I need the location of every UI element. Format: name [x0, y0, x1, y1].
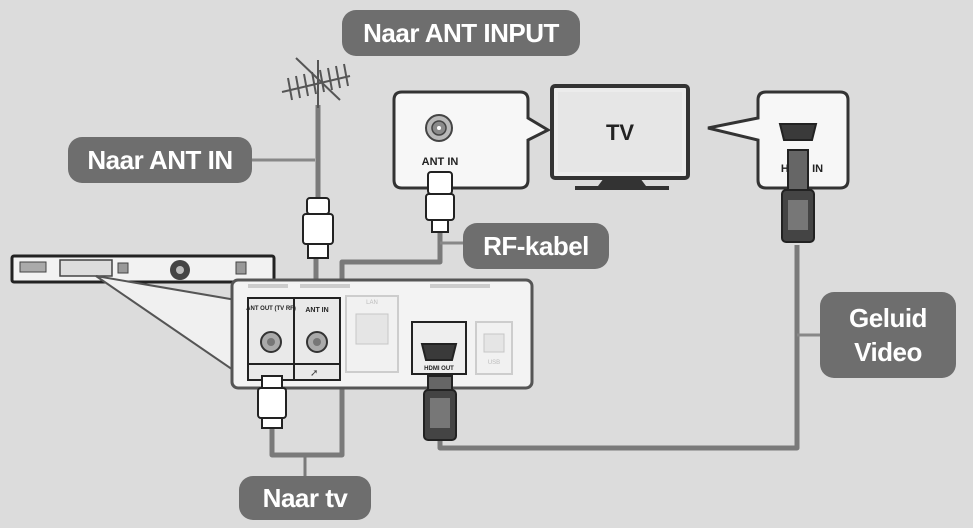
hdmi-out-socket-icon — [420, 343, 458, 361]
recorder-back-panel: ANT OUT (TV RF) ANT IN ➚ LAN HDMI OUT US… — [230, 278, 534, 390]
antenna-coax-plug-icon — [302, 197, 334, 259]
recorder-coax-plug-icon — [257, 375, 287, 429]
tv-label: TV — [606, 120, 634, 145]
tv-ant-port-label: ANT IN — [422, 156, 459, 168]
recorder-device-icon — [10, 254, 276, 284]
ant-in-socket-icon — [306, 331, 328, 353]
recorder-usb-label: USB — [488, 360, 500, 366]
recorder-ant-out-label: ANT OUT (TV RF) — [246, 306, 296, 312]
tv-ant-in-callout: ANT IN — [392, 90, 552, 190]
hdmi-socket-icon — [778, 123, 818, 141]
label-naar-tv-text: Naar tv — [262, 482, 348, 513]
label-video-text: Video — [854, 337, 922, 367]
antenna-icon — [281, 57, 351, 108]
usb-port-icon: USB — [475, 321, 513, 375]
label-naar-ant-in-text: Naar ANT IN — [87, 144, 233, 175]
label-geluid-text: Geluid — [849, 303, 927, 333]
coax-socket-icon — [425, 114, 453, 142]
hdmi-cable — [437, 245, 800, 451]
zoom-wedge — [95, 275, 237, 374]
label-naar-ant-input: Naar ANT INPUT — [342, 10, 580, 56]
ant-out-socket-icon — [260, 331, 282, 353]
recorder-hdmi-plug-icon — [423, 375, 457, 441]
recorder-hdmi-out: HDMI OUT — [411, 321, 467, 375]
tv-icon: TV — [550, 84, 690, 190]
label-naar-ant-input-text: Naar ANT INPUT — [363, 17, 559, 48]
tv-hdmi-plug-icon — [781, 149, 815, 243]
tv-hdmi-in-callout: HDMI IN — [707, 90, 850, 190]
label-rf-kabel: RF-kabel — [463, 223, 609, 269]
label-rf-kabel-text: RF-kabel — [483, 230, 589, 261]
recorder-ant-in-label: ANT IN — [305, 307, 328, 314]
leader-lines — [250, 158, 822, 337]
recorder-lan-label: LAN — [366, 300, 378, 306]
label-naar-ant-in: Naar ANT IN — [68, 137, 252, 183]
lan-port-icon: LAN — [345, 295, 399, 373]
arrow-glyph: ➚ — [310, 368, 318, 379]
label-geluid-video: Geluid Video — [820, 292, 956, 378]
label-naar-tv: Naar tv — [239, 476, 371, 520]
recorder-hdmi-label: HDMI OUT — [424, 366, 454, 372]
tv-coax-plug-icon — [425, 171, 455, 233]
